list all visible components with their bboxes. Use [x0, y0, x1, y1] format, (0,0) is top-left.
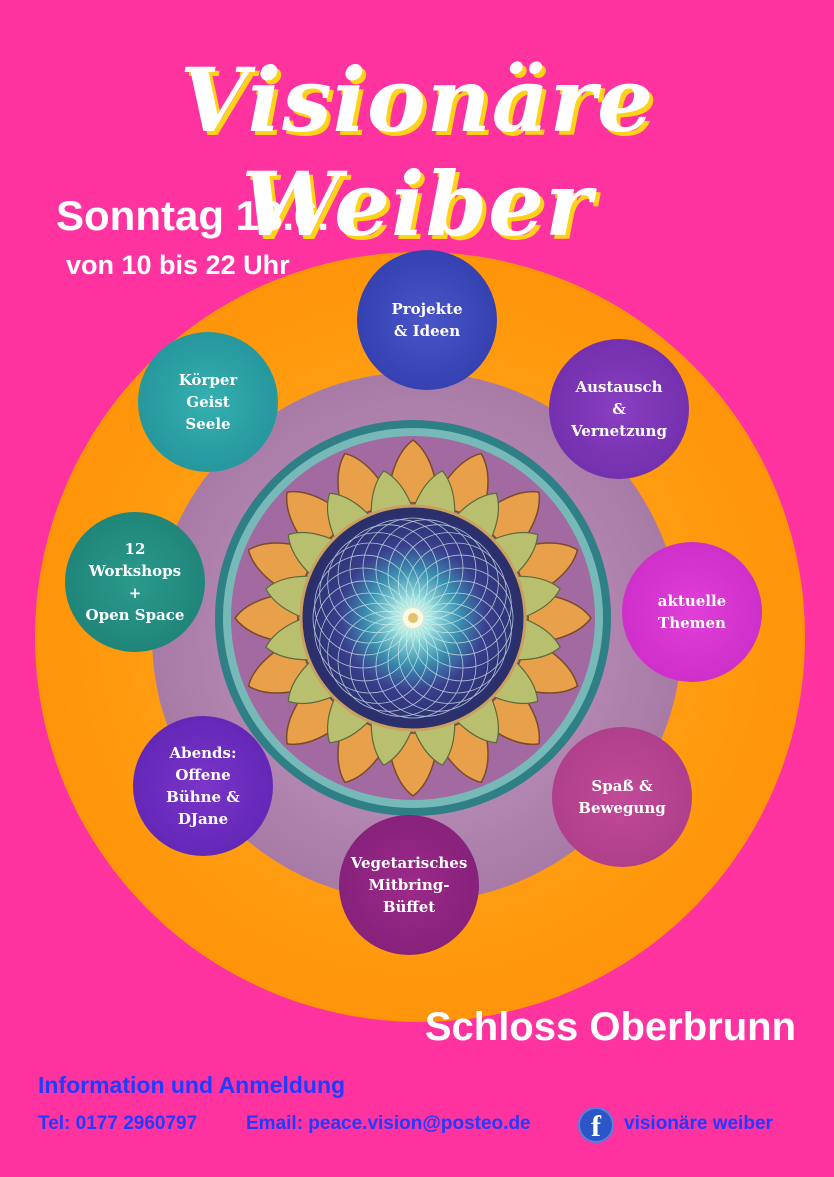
bubble-exchange-label: Austausch & Vernetzung [571, 378, 667, 440]
bubble-evening-label: Abends: Offene Bühne & DJane [166, 744, 240, 828]
bubble-projects: Projekte & Ideen [357, 250, 497, 390]
bubble-workshops-label: 12 Workshops + Open Space [85, 540, 185, 624]
bubble-buffet-label: Vegetarisches Mitbring- Büffet [350, 854, 468, 916]
bubble-fun-label: Spaß & Bewegung [578, 777, 666, 817]
bubble-evening: Abends: Offene Bühne & DJane [133, 716, 273, 856]
bubble-body-label: Körper Geist Seele [178, 371, 238, 433]
mandala-petal [453, 492, 500, 543]
mandala-line [410, 554, 512, 656]
bubble-topics-label: aktuelle Themen [657, 592, 727, 632]
mandala-petal [287, 658, 338, 705]
event-time: von 10 bis 22 Uhr [66, 250, 290, 280]
mandala-line [375, 519, 477, 621]
mandala-petal [326, 492, 373, 543]
poster-title: Visionäre Weiber [179, 48, 655, 256]
phone-number[interactable]: Tel: 0177 2960797 [38, 1113, 198, 1134]
bubble-fun-movement: Spaß & Bewegung [552, 727, 692, 867]
bubble-exchange: Austausch & Vernetzung [549, 339, 689, 479]
mandala-petal [488, 658, 539, 705]
bubble-projects-label: Projekte & Ideen [391, 300, 463, 340]
bubble-buffet: Vegetarisches Mitbring- Büffet [339, 815, 479, 955]
mandala-petal [287, 531, 338, 578]
mandala-petal [488, 531, 539, 578]
facebook-icon[interactable]: f [578, 1107, 614, 1143]
contact-footer: Tel: 0177 2960797 Email: peace.vision@po… [38, 1107, 798, 1143]
email-address[interactable]: Email: peace.vision@posteo.de [246, 1113, 531, 1134]
bubble-current-topics: aktuelle Themen [622, 542, 762, 682]
mandala-image [215, 420, 611, 816]
venue-name: Schloss Oberbrunn [424, 1005, 796, 1049]
event-date: Sonntag 18.6. [56, 192, 330, 239]
facebook-page-label[interactable]: visionäre weiber [624, 1113, 773, 1134]
mandala-petal [453, 693, 500, 744]
mandala-line [405, 542, 507, 644]
bubble-body-mind-soul: Körper Geist Seele [138, 332, 278, 472]
mandala-line [387, 524, 489, 626]
mandala-line [397, 532, 499, 634]
bubble-workshops: 12 Workshops + Open Space [65, 512, 205, 652]
info-heading: Information und Anmeldung [38, 1072, 346, 1098]
mandala-petal [326, 693, 373, 744]
